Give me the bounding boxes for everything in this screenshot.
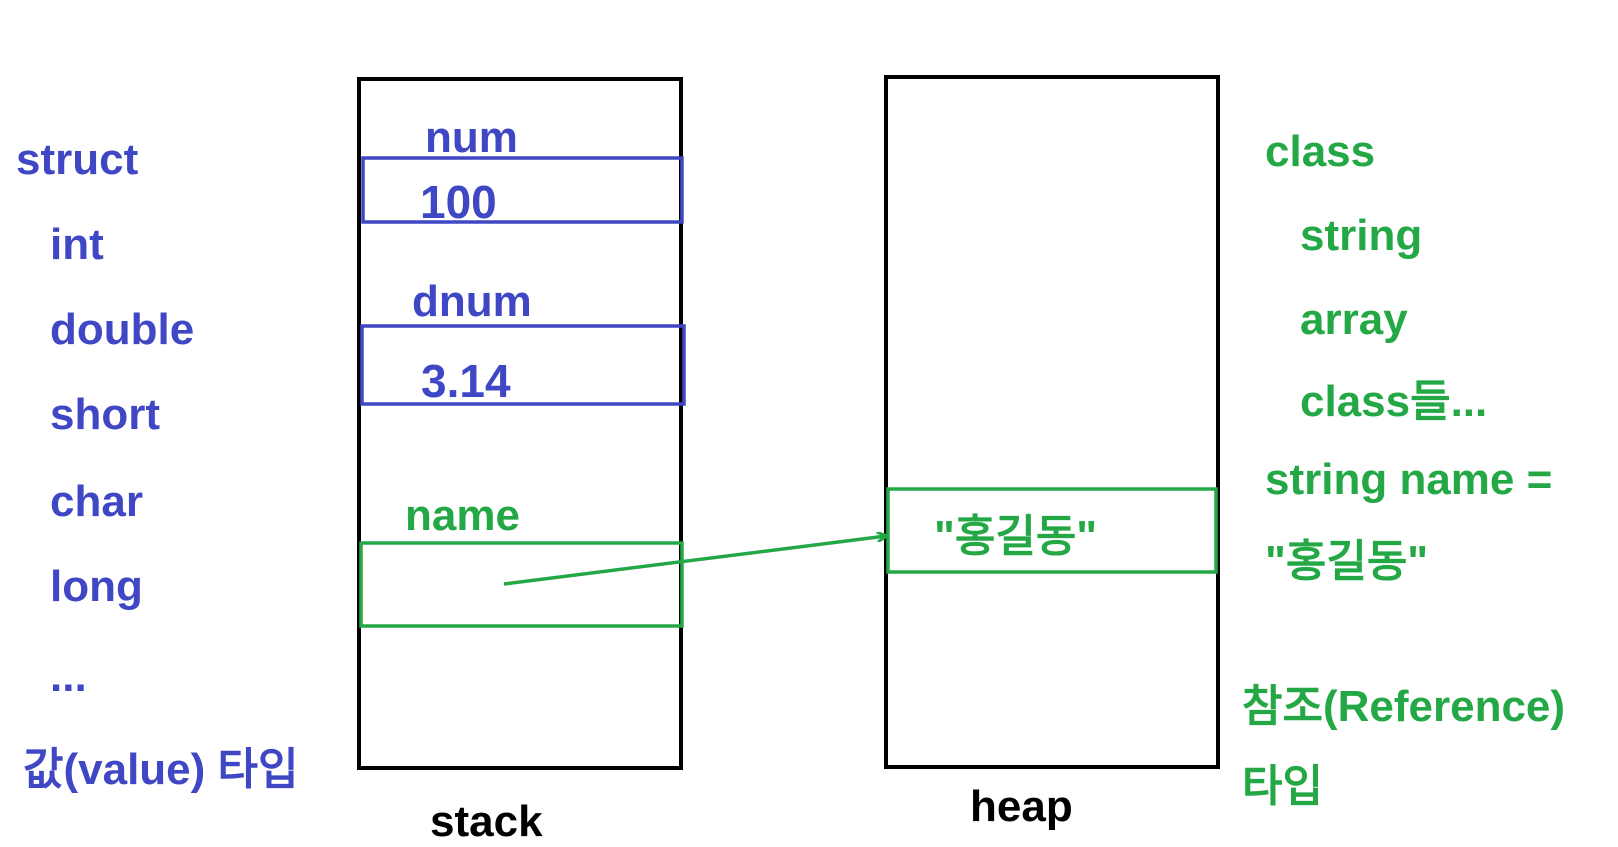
ref-type-caption-line2: 타입 [1242,762,1323,811]
value-type-int: int [50,220,104,269]
ref-type-array: array [1300,295,1408,344]
stack-slot-dnum-value: 3.14 [421,355,511,407]
ref-type-string: string [1300,211,1423,260]
ref-type-classes: class들... [1300,377,1488,426]
stack-label: stack [430,797,543,846]
ref-example-line1: string name = [1265,455,1553,504]
stack-slot-num-value: 100 [420,176,497,228]
stack-slot-dnum-label: dnum [412,277,532,326]
value-type-caption: 값(value) 타입 [23,745,299,794]
ref-type-caption-line1: 참조(Reference) [1242,682,1566,731]
heap-object-value: "홍길동" [934,512,1098,561]
heap-object-box [886,487,1218,574]
value-type-short: short [50,390,160,439]
value-type-long: long [50,562,143,611]
reference-arrow [503,536,886,586]
stack-slot-dnum [360,324,686,406]
value-type-char: char [50,477,143,526]
value-type-ellipsis: ... [50,652,87,701]
stack-slot-num-label: num [425,113,518,162]
value-type-double: double [50,305,195,354]
heap-frame [884,75,1220,769]
heap-label: heap [970,782,1073,831]
value-type-struct: struct [16,135,139,184]
stack-slot-name [359,541,684,628]
ref-example-line2: "홍길동" [1265,537,1429,586]
stack-frame [357,77,683,770]
stack-slot-name-label: name [405,491,520,540]
ref-type-class: class [1265,127,1376,176]
stack-slot-num [361,156,684,224]
